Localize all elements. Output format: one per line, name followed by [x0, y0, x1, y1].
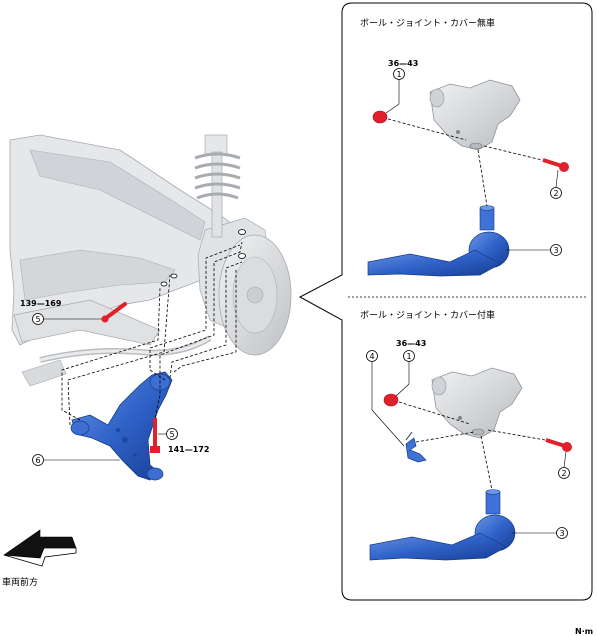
detail-panel — [298, 2, 593, 601]
cover-clip — [405, 431, 427, 463]
callout-circle — [32, 454, 44, 466]
callout-circle — [558, 467, 570, 479]
hole-marker — [170, 273, 178, 279]
callout-5-rear: 5 — [169, 430, 174, 439]
callout-circle — [556, 527, 568, 539]
panel-bottom-title: ボール・ジョイント・カバー付車 — [360, 309, 495, 321]
leader-line — [555, 169, 559, 188]
leader-line — [371, 409, 405, 447]
ball-joint-bottom — [369, 489, 516, 561]
callout-circle — [366, 350, 378, 362]
callout-1-bottom: 1 — [406, 352, 411, 361]
ball-joint-top — [367, 205, 510, 277]
vehicle-front-arrow — [3, 529, 77, 567]
torque-bottom-nut: 36—43 — [396, 339, 426, 348]
leader-line — [395, 383, 410, 397]
front-bolt — [101, 302, 127, 323]
callout-6: 6 — [35, 456, 40, 465]
callout-circle — [393, 68, 405, 80]
leader-line — [385, 103, 400, 114]
unit-label: N·m — [575, 627, 593, 636]
callout-circle — [550, 244, 562, 256]
callout-circle — [403, 350, 415, 362]
callout-2-top: 2 — [553, 189, 558, 198]
torque-front-bolt: 139—169 — [20, 299, 62, 308]
nut-bottom — [383, 393, 399, 407]
callout-4: 4 — [369, 352, 374, 361]
vehicle-front-label: 車両前方 — [2, 576, 38, 588]
callout-circle — [166, 428, 178, 440]
callout-circle — [550, 187, 562, 199]
callout-3-bottom: 3 — [559, 529, 564, 538]
suspension-subframe — [9, 134, 292, 387]
assembly-lines-top — [387, 118, 543, 207]
assembly-lines — [61, 241, 243, 426]
assembly-lines-bottom — [398, 401, 546, 491]
callout-3-top: 3 — [553, 246, 558, 255]
callout-2-bottom: 2 — [561, 469, 566, 478]
callout-1-top: 1 — [396, 70, 401, 79]
torque-rear-bolt: 141—172 — [168, 445, 209, 454]
nut-top — [372, 110, 388, 124]
callout-5-front: 5 — [35, 315, 40, 324]
hole-marker — [160, 281, 168, 287]
bolt-bottom — [545, 438, 572, 452]
knuckle-bottom — [431, 367, 523, 439]
strut-spring — [194, 134, 241, 238]
rear-bolt — [150, 418, 160, 453]
bolt-top — [542, 158, 569, 172]
panel-top-title: ボール・ジョイント・カバー無車 — [360, 17, 495, 29]
leader-line — [563, 451, 567, 468]
hole-marker — [238, 229, 246, 235]
torque-top-nut: 36—43 — [388, 59, 418, 68]
knuckle-top — [429, 79, 521, 151]
callout-circle — [32, 313, 44, 325]
hole-marker — [238, 253, 246, 259]
